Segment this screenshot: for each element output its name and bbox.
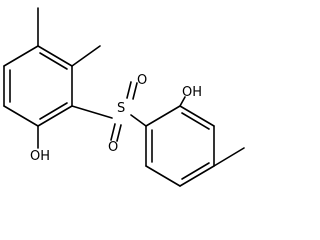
ring-bond <box>145 165 181 187</box>
ring-bond <box>179 105 215 127</box>
ring-bond <box>37 45 73 67</box>
sulfonyl-oxygen-label-top: O <box>137 73 147 88</box>
right-benzene-ring <box>145 105 215 187</box>
hydroxyl-label-top: OH <box>182 85 202 100</box>
hydroxyl-bond <box>179 96 186 107</box>
ring-double-bond <box>181 112 210 130</box>
ring-bond <box>3 105 39 127</box>
methyl-bond <box>71 45 101 67</box>
ring-bond <box>179 165 215 187</box>
sulfur-label: S <box>117 101 125 116</box>
carbon-sulfur-bond <box>71 105 113 119</box>
left-benzene-ring <box>3 45 73 127</box>
ring-double-bond <box>181 162 210 180</box>
sulfur-carbon-bond <box>130 114 147 127</box>
sulfonyl-double-bond <box>132 82 138 100</box>
ring-double-bond <box>39 102 68 120</box>
ring-bond <box>3 45 39 67</box>
sulfonyl-oxygen-label-bottom: O <box>108 140 118 155</box>
ring-double-bond <box>39 52 68 70</box>
hydroxyl-label-left: OH <box>30 149 50 164</box>
sulfonyl-double-bond <box>126 81 132 99</box>
sulfonyl-double-bond <box>116 124 122 142</box>
chemical-structure-diagram: OH S O O OH <box>3 7 245 187</box>
methyl-bond <box>213 147 245 167</box>
structure-canvas: OH S O O OH <box>3 7 245 187</box>
sulfonyl-double-bond <box>110 123 116 141</box>
ring-bond <box>37 105 73 127</box>
ring-bond <box>145 105 181 127</box>
